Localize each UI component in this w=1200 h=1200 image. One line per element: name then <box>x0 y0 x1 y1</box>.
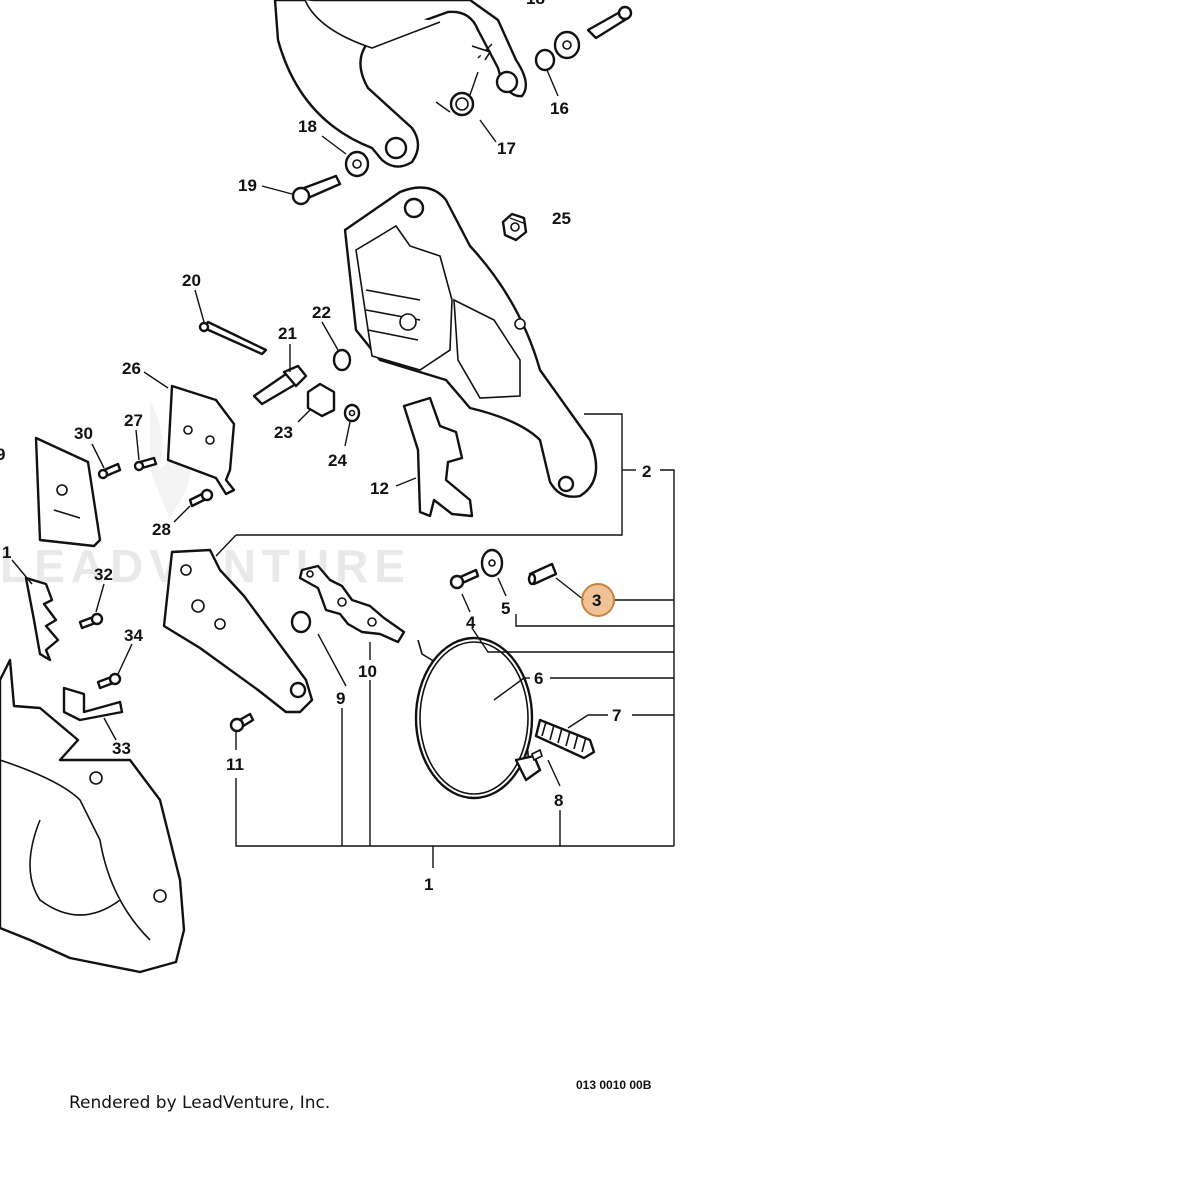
drawing-code: 013 0010 00B <box>576 1078 652 1092</box>
part-27-screw-drawing <box>133 456 158 472</box>
callout-3[interactable]: 3 <box>592 591 601 610</box>
part-32-screw-drawing <box>78 612 104 630</box>
callout-9[interactable]: 9 <box>336 689 345 708</box>
part-5-washer-drawing <box>480 548 504 578</box>
callout-32[interactable]: 32 <box>94 565 113 584</box>
part-23-block-drawing <box>306 382 336 418</box>
callout-19[interactable]: 19 <box>238 176 257 195</box>
callout-12[interactable]: 12 <box>370 479 389 498</box>
handle-bracket-drawing <box>273 0 528 168</box>
assembly-brackets <box>235 413 675 868</box>
callout-6[interactable]: 6 <box>534 669 543 688</box>
part-10-lever-drawing <box>298 564 406 644</box>
left-comb-drawing <box>24 576 60 662</box>
callout-left-1[interactable]: 1 <box>2 543 11 562</box>
callout-34[interactable]: 34 <box>124 626 143 645</box>
callout-26[interactable]: 26 <box>122 359 141 378</box>
part-20-rod-drawing <box>198 320 268 356</box>
left-plate-drawing <box>34 436 102 548</box>
part-6-band-drawing <box>414 636 542 800</box>
callout-7[interactable]: 7 <box>612 706 621 725</box>
housing-drawing <box>0 658 186 974</box>
part-4-screw-drawing <box>449 568 480 590</box>
part-24-washer-drawing <box>343 403 361 423</box>
callout-17[interactable]: 17 <box>497 139 516 158</box>
callout-28[interactable]: 28 <box>152 520 171 539</box>
part-9-bushing-drawing <box>290 610 312 634</box>
part-30-screw-drawing <box>97 462 122 480</box>
callout-4[interactable]: 4 <box>466 613 476 632</box>
callout-20[interactable]: 20 <box>182 271 201 290</box>
part-3-pin-drawing <box>527 562 558 586</box>
part-19-screw-drawing <box>291 174 342 206</box>
callout-23[interactable]: 23 <box>274 423 293 442</box>
part-2-cover-drawing <box>343 186 598 498</box>
part-18-bushing-drawing <box>344 150 370 178</box>
callout-5[interactable]: 5 <box>501 599 510 618</box>
callout-18[interactable]: 18 <box>298 117 317 136</box>
part-11-screw-drawing <box>229 712 255 733</box>
callout-2[interactable]: 2 <box>642 462 651 481</box>
callout-1[interactable]: 1 <box>424 875 433 894</box>
part-12-guard-drawing <box>402 396 474 518</box>
part-21-stud-drawing <box>252 364 308 406</box>
callout-left-9[interactable]: 9 <box>0 445 5 464</box>
credit-text: Rendered by LeadVenture, Inc. <box>69 1093 330 1113</box>
callout-30[interactable]: 30 <box>74 424 93 443</box>
part-17-spring-drawing <box>435 43 493 117</box>
part-33-bracket-drawing <box>62 686 124 722</box>
part-34-screw-drawing <box>96 672 122 690</box>
callout-11[interactable]: 11 <box>226 755 244 774</box>
callout-10[interactable]: 10 <box>358 662 377 681</box>
callout-27[interactable]: 27 <box>124 411 143 430</box>
callout-16[interactable]: 16 <box>550 99 569 118</box>
part-25-nut-drawing <box>501 212 528 242</box>
callout-33[interactable]: 33 <box>112 739 131 758</box>
part-22-nut-drawing <box>332 348 352 372</box>
highlight-marker[interactable] <box>581 583 615 617</box>
callout-22[interactable]: 22 <box>312 303 331 322</box>
callout-top-18[interactable]: 18 <box>526 0 545 8</box>
callout-8[interactable]: 8 <box>554 791 563 810</box>
callout-labels: 1 2 3 4 5 6 7 8 9 10 11 12 16 17 18 19 2… <box>0 0 651 894</box>
part-16-bushing-drawing <box>534 5 633 72</box>
callout-21[interactable]: 21 <box>278 324 297 343</box>
callout-25[interactable]: 25 <box>552 209 571 228</box>
part-8-pin-drawing <box>531 748 543 762</box>
part-7-spring-drawing <box>534 718 596 760</box>
part-28-screw-drawing <box>188 488 214 508</box>
callout-24[interactable]: 24 <box>328 451 347 470</box>
part-26-plate-drawing <box>166 384 236 496</box>
leader-lines <box>11 69 589 787</box>
part-9-lever-drawing <box>162 548 314 714</box>
